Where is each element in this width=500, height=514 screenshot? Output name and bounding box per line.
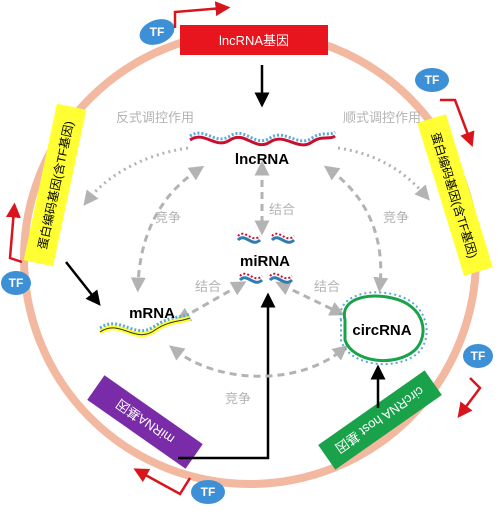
bind-right-label: 结合 — [314, 279, 340, 294]
svg-text:TF: TF — [150, 25, 165, 39]
lncrna-molecule — [189, 130, 336, 147]
compete-left-label: 竞争 — [155, 210, 181, 225]
reverse-regulation-label: 反式调控作用 — [116, 110, 194, 125]
svg-text:lncRNA基因: lncRNA基因 — [219, 33, 289, 48]
svg-text:TF: TF — [425, 73, 440, 87]
mirna-transcription-arrow — [178, 292, 276, 460]
compete-lnc-mrna-arrow — [130, 165, 205, 293]
bind-mirna-circ-arrow — [275, 281, 345, 316]
mrna-molecule — [98, 312, 191, 338]
tf-right: TF — [415, 68, 475, 148]
mrna-transcription-arrow — [65, 261, 101, 306]
compete-lnc-circ-arrow — [323, 165, 389, 293]
reverse-regulation-arrow — [83, 146, 189, 206]
compete-mrna-circ-arrow — [169, 345, 348, 378]
tf-bottom-right: TF — [457, 344, 493, 418]
compete-bottom-label: 竞争 — [225, 391, 251, 406]
tf-bottom-left: TF — [133, 468, 225, 504]
lncrna-gene: lncRNA基因 — [180, 25, 328, 55]
protein-coding-gene-right: 蛋白编码基因(含TF基因) — [417, 114, 493, 276]
lncrna-label: lncRNA — [235, 151, 289, 168]
tf-top: TF — [139, 1, 231, 45]
circrna-label: circRNA — [352, 322, 411, 339]
bind-top-label: 结合 — [269, 202, 295, 217]
mrna-label: mRNA — [129, 305, 175, 322]
mirna-label: miRNA — [240, 253, 290, 270]
circrna-molecule — [339, 291, 428, 366]
tf-left: TF — [1, 202, 31, 295]
compete-right-label: 竞争 — [383, 210, 409, 225]
svg-text:TF: TF — [471, 349, 486, 363]
forward-regulation-label: 顺式调控作用 — [343, 110, 421, 125]
svg-text:TF: TF — [201, 485, 216, 499]
svg-text:TF: TF — [9, 276, 24, 290]
bind-left-label: 结合 — [195, 279, 221, 294]
circrna-host-gene: circRNA host 基因 — [318, 370, 442, 470]
mirna-molecule — [236, 232, 296, 284]
